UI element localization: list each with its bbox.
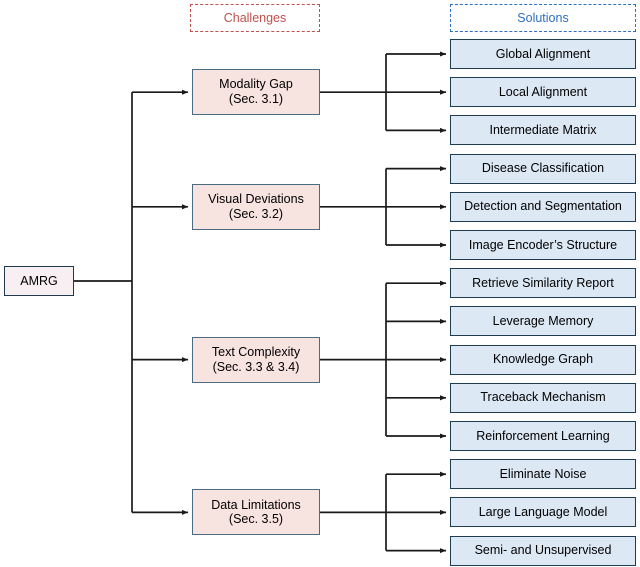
solution-node-label: Knowledge Graph xyxy=(492,352,594,367)
solution-node-label: Leverage Memory xyxy=(492,314,594,329)
challenge-node-3[interactable]: Text Complexity(Sec. 3.3 & 3.4) xyxy=(192,336,320,383)
solution-node-label: Retrieve Similarity Report xyxy=(472,275,614,290)
solution-node[interactable]: Leverage Memory xyxy=(450,306,636,337)
header-solutions: Solutions xyxy=(450,4,636,32)
solution-node-label: Traceback Mechanism xyxy=(480,390,606,405)
challenge-node-2[interactable]: Visual Deviations(Sec. 3.2) xyxy=(192,183,320,230)
solution-node[interactable]: Image Encoder’s Structure xyxy=(450,230,636,260)
header-challenges: Challenges xyxy=(190,4,320,32)
solution-node-label: Global Alignment xyxy=(495,46,591,61)
challenge-node-title: Modality Gap xyxy=(219,77,293,92)
challenge-node-section: (Sec. 3.1) xyxy=(228,92,284,107)
solution-node-label: Local Alignment xyxy=(498,84,588,99)
challenge-node-4[interactable]: Data Limitations(Sec. 3.5) xyxy=(192,489,320,536)
solution-node-label: Eliminate Noise xyxy=(499,466,587,481)
solution-node-label: Large Language Model xyxy=(478,505,608,520)
solution-node[interactable]: Detection and Segmentation xyxy=(450,191,636,222)
challenge-node-1[interactable]: Modality Gap(Sec. 3.1) xyxy=(192,69,320,116)
solution-node[interactable]: Reinforcement Learning xyxy=(450,421,636,451)
solution-node[interactable]: Local Alignment xyxy=(450,77,636,108)
solution-node[interactable]: Intermediate Matrix xyxy=(450,115,636,146)
solution-node-label: Reinforcement Learning xyxy=(476,428,610,443)
solution-node[interactable]: Traceback Mechanism xyxy=(450,382,636,413)
header-solutions-label: Solutions xyxy=(517,11,569,25)
solution-node-label: Disease Classification xyxy=(481,161,605,176)
solution-node-label: Image Encoder’s Structure xyxy=(468,237,618,252)
challenge-node-title: Data Limitations xyxy=(211,497,301,512)
solution-node-label: Semi- and Unsupervised xyxy=(474,543,612,558)
solution-node[interactable]: Global Alignment xyxy=(450,39,636,69)
challenge-node-section: (Sec. 3.2) xyxy=(228,206,284,221)
challenge-node-title: Text Complexity xyxy=(211,344,301,359)
solution-node[interactable]: Disease Classification xyxy=(450,153,636,184)
solution-node-label: Detection and Segmentation xyxy=(464,199,622,214)
header-challenges-label: Challenges xyxy=(223,11,287,25)
solution-node[interactable]: Semi- and Unsupervised xyxy=(450,535,636,566)
solution-node[interactable]: Retrieve Similarity Report xyxy=(450,268,636,299)
solution-node[interactable]: Eliminate Noise xyxy=(450,459,636,490)
solution-node[interactable]: Large Language Model xyxy=(450,497,636,528)
node-root[interactable]: AMRG xyxy=(4,266,74,296)
challenge-node-title: Visual Deviations xyxy=(208,192,304,207)
solution-node-label: Intermediate Matrix xyxy=(489,123,597,138)
challenge-node-section: (Sec. 3.5) xyxy=(228,512,284,527)
solution-node[interactable]: Knowledge Graph xyxy=(450,344,636,375)
challenge-node-section: (Sec. 3.3 & 3.4) xyxy=(212,359,300,374)
node-root-label: AMRG xyxy=(20,273,58,288)
